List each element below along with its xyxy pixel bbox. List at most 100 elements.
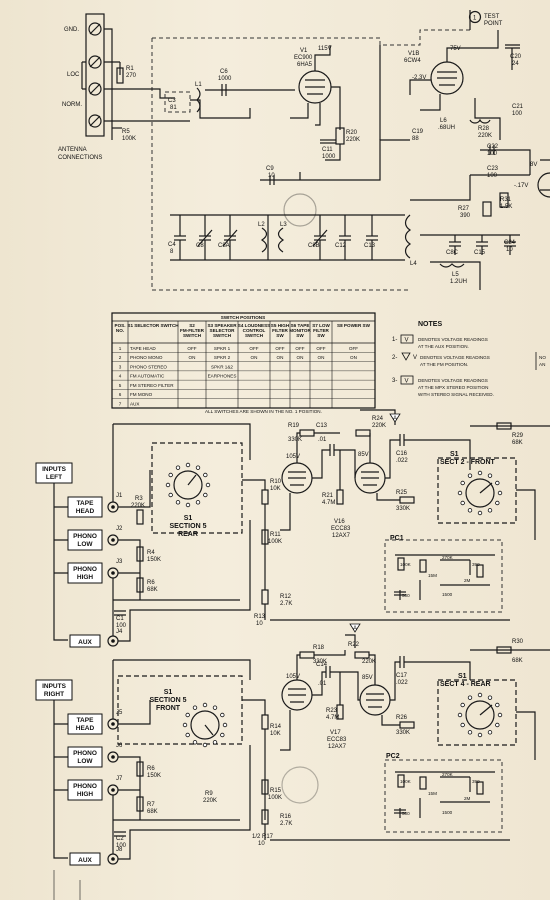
antenna-caption-2: CONNECTIONS [58,155,102,161]
table-cell: TAPE HEAD [130,346,156,351]
table-header-cell: CONTROL [243,328,266,333]
label-left-r21: R21 [322,493,334,499]
switch-contact [467,508,473,513]
switch-contact [477,510,483,516]
table-cell: OFF [295,346,304,351]
label-right-r16: R16 [280,814,292,820]
inputs-left-label-2: LEFT [46,474,62,481]
label-right-r15: R15 [270,788,282,794]
switch-contact [497,712,503,718]
label-left-r24-value: 220K [372,423,386,429]
label-c22: C22 [487,144,499,150]
label-j8: J8 [116,847,123,853]
label-c8a: C8A [218,243,230,249]
label-v1b-type: 6CW4 [404,58,421,64]
label-right-c17: C17 [396,673,408,679]
label-v1: V1 [300,48,308,54]
label-left-r4-value: 150K [147,557,161,563]
label-pc2-15m: 15M [428,791,437,796]
switch-contact [202,742,208,748]
variable-capacitors [174,214,520,290]
note-3-num: 3- [392,378,397,384]
table-header-cell: S6 TAPE [291,323,310,328]
label-c23-value: 100 [487,173,498,179]
label-left-c1: C1 [116,616,124,622]
jack-label-phono-low-left-1: PHONO [73,533,97,540]
inputs-right-label-2: RIGHT [44,691,64,698]
label-right-r6-value: 150K [147,773,161,779]
table-cell: PHONO STEREO [130,364,167,369]
pc1-network [384,539,503,613]
note-1-line-1: DENOTES VOLTAGE READINGS [418,337,488,342]
label-c4-value: 8 [170,249,174,255]
jack-box-phono-low-right [67,746,103,768]
switch-contact [222,722,228,728]
table-cell: EARPHONES [208,374,237,379]
label-c15: C15 [474,250,486,256]
table-cell: 7 [119,402,122,407]
switch-contact [457,490,463,496]
label-left-r29-value: 68K [512,440,523,446]
note-2-num: 2- [392,355,397,361]
test-point-number: 1 [473,16,477,22]
label-pc1: PC1 [390,535,404,542]
label-c3: C3 [168,98,176,104]
table-cell: OFF [187,346,196,351]
switch-contact [195,500,201,505]
label-pc1-1500: 1500 [442,592,453,597]
label-l6: L6 [440,118,447,124]
table-header-cell: S7 LOW [312,323,330,328]
label-left-c13-value: .01 [318,437,327,443]
label-right-r18: R18 [313,645,325,651]
label-v1-alt: 6HA5 [297,62,313,68]
label-l6-value: .68UH [438,125,455,131]
switch-contact [205,482,211,488]
table-header-cell: S5 HIGH [271,323,290,328]
label-neg-voltage: -.17V [514,183,528,189]
switch-contact [467,473,473,478]
jack-box-aux-right [69,852,101,866]
table-cell: FM MONO [130,392,153,397]
selector-switch-sect4 [437,679,517,746]
switch-contact [457,712,463,718]
front-end-wiring: 1 TEST POINT [104,10,550,291]
label-right-r6: R6 [147,766,155,772]
switch-contact [495,702,500,708]
jack-label-phono-high-right-2: HIGH [77,791,94,798]
table-cell: 4 [119,374,122,379]
label-right-r14: R14 [270,724,282,730]
left-channel-preamp: INPUTS LEFT TAPE HEAD PHONO LOW PHONO HI… [35,409,550,648]
table-header-cell: SWITCH [213,333,232,338]
jack-box-aux-left [69,634,101,648]
jack-label-phono-high-right-1: PHONO [73,783,97,790]
table-cell: 3 [119,364,122,369]
jack-label-phono-low-left-2: LOW [77,541,93,548]
label-right-r15-value: 100K [268,795,282,801]
switch-contact [185,712,190,718]
label-v1-type: EC900 [294,55,313,61]
label-left-c16-value: .022 [396,458,408,464]
label-r1: R1 [126,66,134,72]
switch-contact [495,480,500,486]
label-left-voltage-1: 105V [286,454,300,460]
antenna-terminal-loc-2 [88,82,102,96]
jack-box-tape-head-left [67,496,103,518]
label-left-r3: R3 [135,496,143,502]
label-right-tube-alt: 12AX7 [328,744,347,750]
label-v1b-voltage: 75V [450,46,461,52]
label-c6: C6 [220,69,228,75]
label-pc2: PC2 [386,753,400,760]
label-left-r25-value: 330K [396,506,410,512]
switch-contact [195,465,201,470]
label-left-r11: R11 [270,532,281,538]
label-j4: J4 [116,629,123,635]
test-point-label-1: TEST [484,14,500,20]
label-left-r29: R29 [512,433,524,439]
label-pc1-390: 390 [472,562,480,567]
label-left-r21-value: 4.7M [322,500,335,506]
label-r1-value: 270 [126,73,137,79]
note-side-1: NO [539,355,546,360]
switch-table-title: SWITCH POSITIONS [221,315,265,320]
table-cell: ON [189,355,196,360]
table-cell: OFF [249,346,258,351]
